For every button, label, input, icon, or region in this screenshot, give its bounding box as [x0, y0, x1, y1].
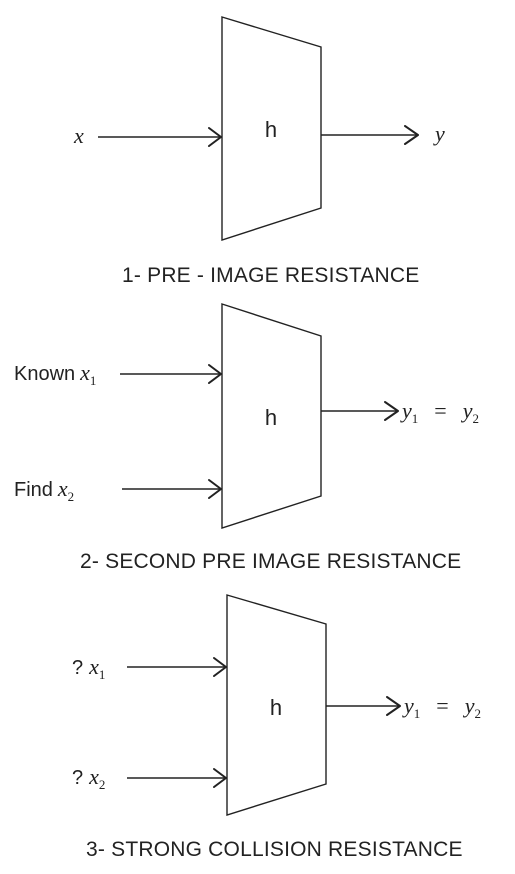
unknown-x2-label: ?x2 [72, 764, 105, 792]
output-arrowhead-3 [386, 696, 401, 716]
hash-function-box-3 [226, 594, 327, 816]
input-arrowhead-2b [208, 479, 222, 499]
output-arrowhead-2 [384, 401, 399, 421]
input-arrowhead-1 [208, 127, 222, 147]
input-arrowhead-3a [213, 657, 227, 677]
caption-1: 1- PRE - IMAGE RESISTANCE [122, 264, 420, 287]
hash-function-label-3: h [270, 695, 282, 720]
hash-function-box-1 [221, 16, 322, 241]
panel-strong-collision-resistance: h ?x1 ?x2 y1=y2 3- STRONG COLLISION RESI… [72, 594, 481, 861]
caption-3: 3- STRONG COLLISION RESISTANCE [86, 838, 463, 861]
input-x-label: x [73, 123, 84, 148]
input-arrowhead-2a [208, 364, 222, 384]
hash-function-box-2 [221, 303, 322, 529]
output-y1-equals-y2-2: y1=y2 [400, 398, 479, 426]
input-arrowhead-3b [213, 768, 227, 788]
output-arrowhead-1 [404, 125, 419, 145]
output-y-label: y [433, 121, 445, 146]
caption-2: 2- SECOND PRE IMAGE RESISTANCE [80, 550, 461, 573]
hash-function-label-1: h [265, 117, 277, 142]
panel-pre-image-resistance: h x y 1- PRE - IMAGE RESISTANCE [73, 16, 445, 287]
hash-function-label-2: h [265, 405, 277, 430]
unknown-x1-label: ?x1 [72, 654, 105, 682]
output-y1-equals-y2-3: y1=y2 [402, 693, 481, 721]
